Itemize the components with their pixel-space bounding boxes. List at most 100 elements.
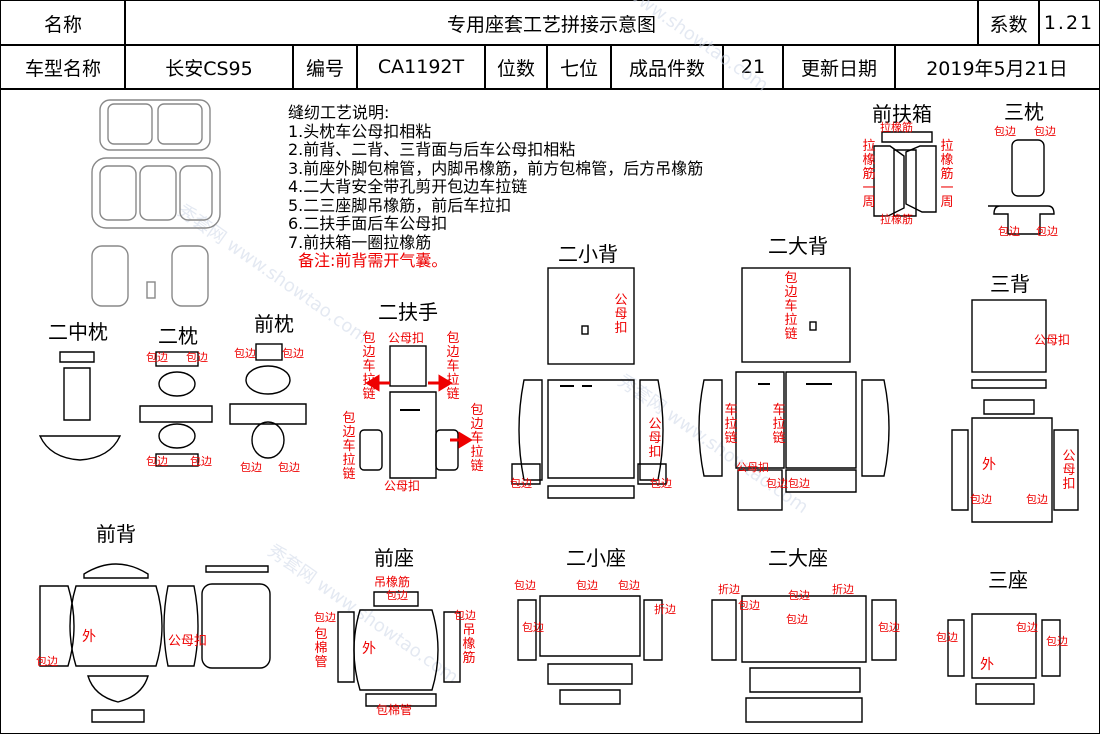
elastic-loop-mark: 拉橡筋一周 <box>862 139 876 210</box>
binding-mark: 包边 <box>766 477 788 490</box>
binding-mark: 包边 <box>454 609 476 622</box>
note-item: 6.二扶手面后车公母扣 <box>288 214 448 233</box>
label-third-seat: 三座 <box>988 568 1028 592</box>
outer-mark: 外 <box>980 657 994 673</box>
third-head-pieces <box>988 139 1055 235</box>
binding-mark: 包边 <box>788 589 810 602</box>
binding-mark: 包边 <box>514 579 536 592</box>
binding-mark: 包边 <box>650 477 672 490</box>
second-small-back-pieces <box>511 267 667 499</box>
code-value: CA1192T <box>356 44 486 90</box>
snap-mark: 公母扣 <box>648 417 662 460</box>
front-seat-pieces <box>337 591 461 707</box>
label-second-big-back: 二大背 <box>768 234 828 258</box>
note-item: 4.二大背安全带孔剪开包边车拉链 <box>288 177 528 196</box>
pieces-label: 成品件数 <box>610 44 724 90</box>
label-second-mid-head: 二中枕 <box>48 320 108 344</box>
binding-mark: 包边 <box>576 579 598 592</box>
label-second-big-seat: 二大座 <box>768 546 828 570</box>
binding-mark: 包边 <box>36 655 58 668</box>
label-second-head: 二枕 <box>158 324 198 348</box>
binding-mark: 包边 <box>1036 225 1058 238</box>
binding-mark: 包边 <box>278 461 300 474</box>
hang-elastic-mark: 吊橡筋 <box>374 575 411 589</box>
second-head-pieces <box>139 351 213 467</box>
notes-remark: 备注:前背需开气囊。 <box>298 251 448 270</box>
binding-mark: 包边 <box>240 461 262 474</box>
binding-mark: 包边 <box>522 621 544 634</box>
binding-mark: 包边 <box>1026 493 1048 506</box>
bind-zip-mark: 包边车拉链 <box>362 331 376 402</box>
front-back-pieces <box>39 563 271 723</box>
sewing-notes: 缝纫工艺说明: 1.头枕车公母扣相粘 2.前背、二背、三背面与后车公母扣相粘 3… <box>288 103 704 271</box>
pieces-value: 21 <box>722 44 784 90</box>
zip-mark: 车拉链 <box>724 403 738 446</box>
label-second-arm: 二扶手 <box>378 300 438 324</box>
date-label: 更新日期 <box>782 44 896 90</box>
snap-mark: 公母扣 <box>384 479 421 493</box>
label-third-head: 三枕 <box>1004 100 1044 124</box>
elastic-loop-mark: 拉橡筋一周 <box>940 139 954 210</box>
binding-mark: 包边 <box>386 589 408 602</box>
snap-mark: 公母扣 <box>388 331 425 345</box>
fold-mark: 折边 <box>718 583 740 596</box>
bind-zip-mark: 包边车拉链 <box>446 331 460 402</box>
second-mid-head-pieces <box>38 351 122 461</box>
model-label: 车型名称 <box>0 44 126 90</box>
third-back-pieces <box>951 299 1079 523</box>
elastic-mark: 拉橡筋 <box>880 213 913 226</box>
label-front-back: 前背 <box>96 522 136 546</box>
snap-mark: 公母扣 <box>168 634 208 649</box>
label-front-head: 前枕 <box>254 312 294 336</box>
cotton-tube-mark: 包棉管 <box>314 627 328 670</box>
label-third-back: 三背 <box>990 272 1030 296</box>
front-box-pieces <box>873 131 937 217</box>
binding-mark: 包边 <box>936 631 958 644</box>
code-label: 编号 <box>292 44 358 90</box>
seat-overview-illustration <box>91 99 221 307</box>
label-front-box: 前扶箱 <box>872 102 932 126</box>
cotton-tube-mark: 包棉管 <box>376 703 413 717</box>
binding-mark: 包边 <box>786 613 808 626</box>
label-second-small-back: 二小背 <box>558 242 618 266</box>
zip-mark: 车拉链 <box>772 403 786 446</box>
binding-mark: 包边 <box>282 347 304 360</box>
hang-elastic-mark: 吊橡筋 <box>462 623 476 666</box>
outer-mark: 外 <box>982 457 996 473</box>
binding-mark: 包边 <box>970 493 992 506</box>
seats-value: 七位 <box>546 44 612 90</box>
binding-mark: 包边 <box>738 599 760 612</box>
snap-mark: 公母扣 <box>736 461 769 474</box>
bind-zip-mark: 包边车拉链 <box>784 271 798 342</box>
seats-label: 位数 <box>484 44 548 90</box>
binding-mark: 包边 <box>190 455 212 468</box>
binding-mark: 包边 <box>146 351 168 364</box>
front-head-pieces <box>229 343 307 459</box>
binding-mark: 包边 <box>314 611 336 624</box>
outer-mark: 外 <box>82 629 96 645</box>
bind-zip-mark: 包边车拉链 <box>342 411 356 482</box>
binding-mark: 包边 <box>788 477 810 490</box>
binding-mark: 包边 <box>998 225 1020 238</box>
binding-mark: 包边 <box>510 477 532 490</box>
note-item: 7.前扶箱一圈拉橡筋 <box>288 232 432 252</box>
binding-mark: 包边 <box>1046 635 1068 648</box>
fold-mark: 折边 <box>832 583 854 596</box>
note-item: 3.前座外脚包棉管，内脚吊橡筋，前方包棉管，后方吊橡筋 <box>288 158 704 178</box>
second-small-seat-pieces <box>517 595 663 705</box>
binding-mark: 包边 <box>1034 125 1056 138</box>
binding-mark: 包边 <box>1016 621 1038 634</box>
coefficient-label: 系数 <box>977 0 1040 46</box>
binding-mark: 包边 <box>994 125 1016 138</box>
third-seat-pieces <box>947 613 1061 705</box>
snap-mark: 公母扣 <box>614 293 628 336</box>
arrow-icon <box>365 374 473 449</box>
second-big-seat-pieces <box>711 595 897 723</box>
outer-mark: 外 <box>362 641 376 657</box>
model-value: 长安CS95 <box>124 44 294 90</box>
page-title: 专用座套工艺拼接示意图 <box>124 0 979 46</box>
binding-mark: 包边 <box>618 579 640 592</box>
bind-zip-mark: 包边车拉链 <box>470 403 484 474</box>
